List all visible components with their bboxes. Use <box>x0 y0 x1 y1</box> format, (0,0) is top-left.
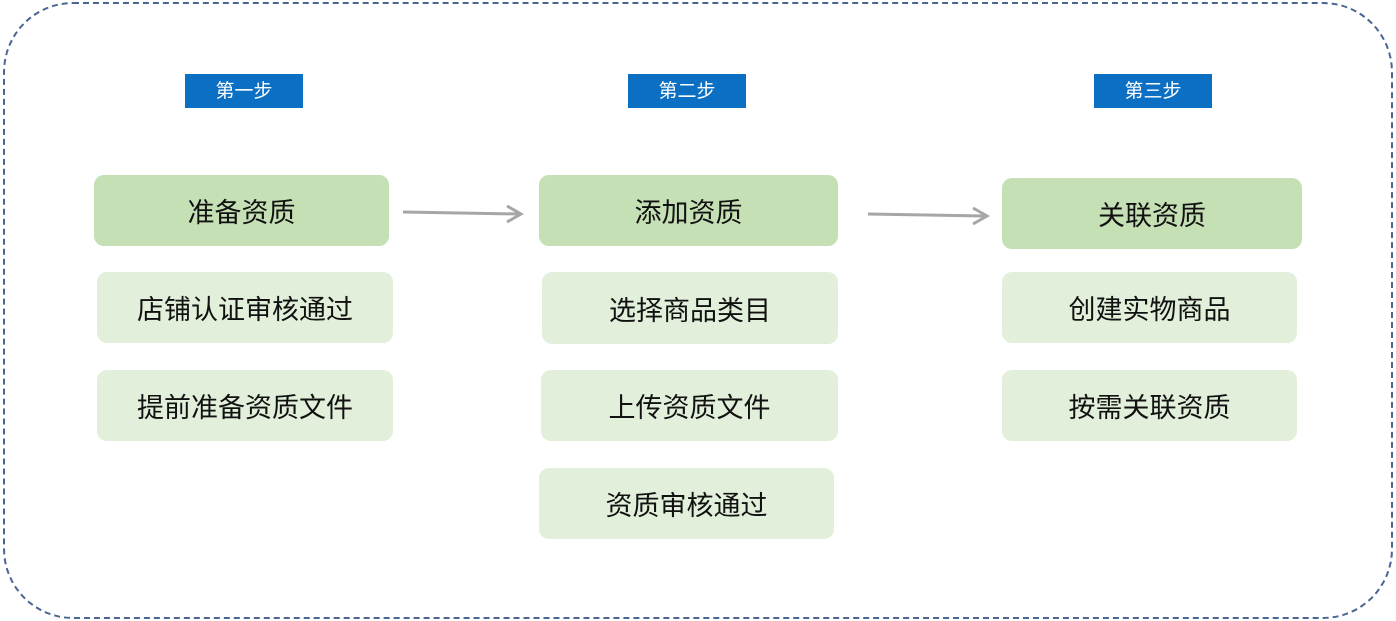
step-2-item-2: 上传资质文件 <box>541 370 838 441</box>
step-3-item-1: 创建实物商品 <box>1002 272 1297 343</box>
step-3-header-box: 关联资质 <box>1002 178 1302 249</box>
step-1-item-1: 店铺认证审核通过 <box>97 272 393 343</box>
step-2-label: 第二步 <box>628 74 746 108</box>
step-2-item-3: 资质审核通过 <box>539 468 834 539</box>
step-2-header-box: 添加资质 <box>539 175 838 246</box>
dashed-frame <box>3 2 1393 619</box>
step-1-item-2: 提前准备资质文件 <box>97 370 393 441</box>
step-3-item-2: 按需关联资质 <box>1002 370 1297 441</box>
step-1-header-box: 准备资质 <box>94 175 389 246</box>
step-3-label: 第三步 <box>1094 74 1212 108</box>
step-1-label: 第一步 <box>185 74 303 108</box>
step-2-item-1: 选择商品类目 <box>542 272 838 344</box>
